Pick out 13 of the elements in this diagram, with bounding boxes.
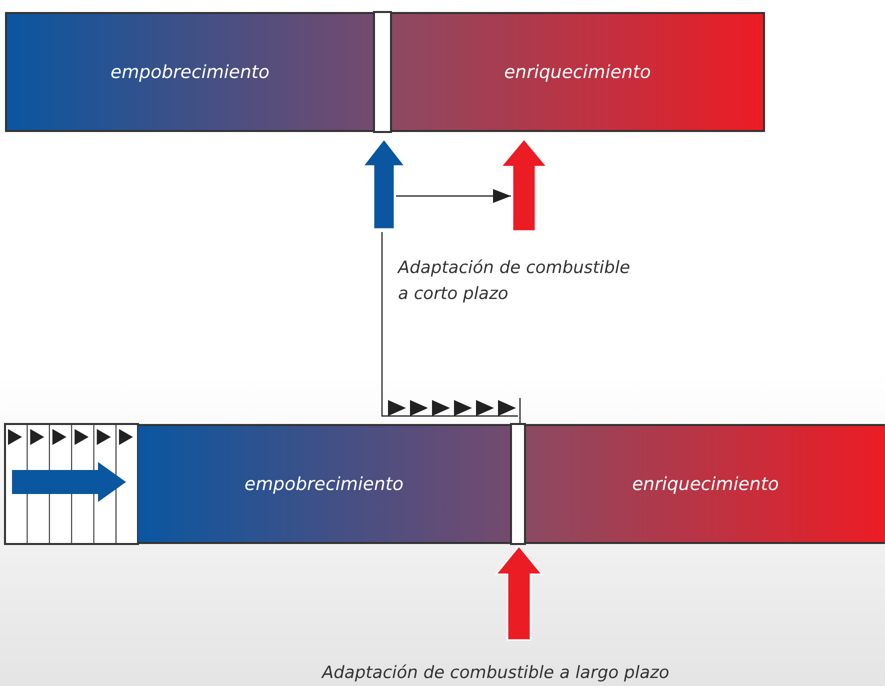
gradient-bar-segment bbox=[138, 424, 510, 544]
divider-bar bbox=[510, 423, 526, 545]
caption-text: Adaptación de combustible a largo plazo bbox=[322, 662, 670, 685]
gradient-bar-segment bbox=[5, 12, 373, 132]
bar-label: empobrecimiento bbox=[244, 474, 404, 494]
divider-bar bbox=[373, 11, 392, 133]
gradient-bar-segment bbox=[526, 424, 885, 544]
bar-label: empobrecimiento bbox=[110, 62, 270, 82]
bar-label: enriquecimiento bbox=[504, 62, 651, 82]
gradient-bar-segment bbox=[392, 12, 765, 132]
arrow bbox=[396, 189, 511, 203]
caption-text: Adaptación de combustible a corto plazo bbox=[398, 257, 632, 306]
bar-label: enriquecimiento bbox=[632, 474, 779, 494]
